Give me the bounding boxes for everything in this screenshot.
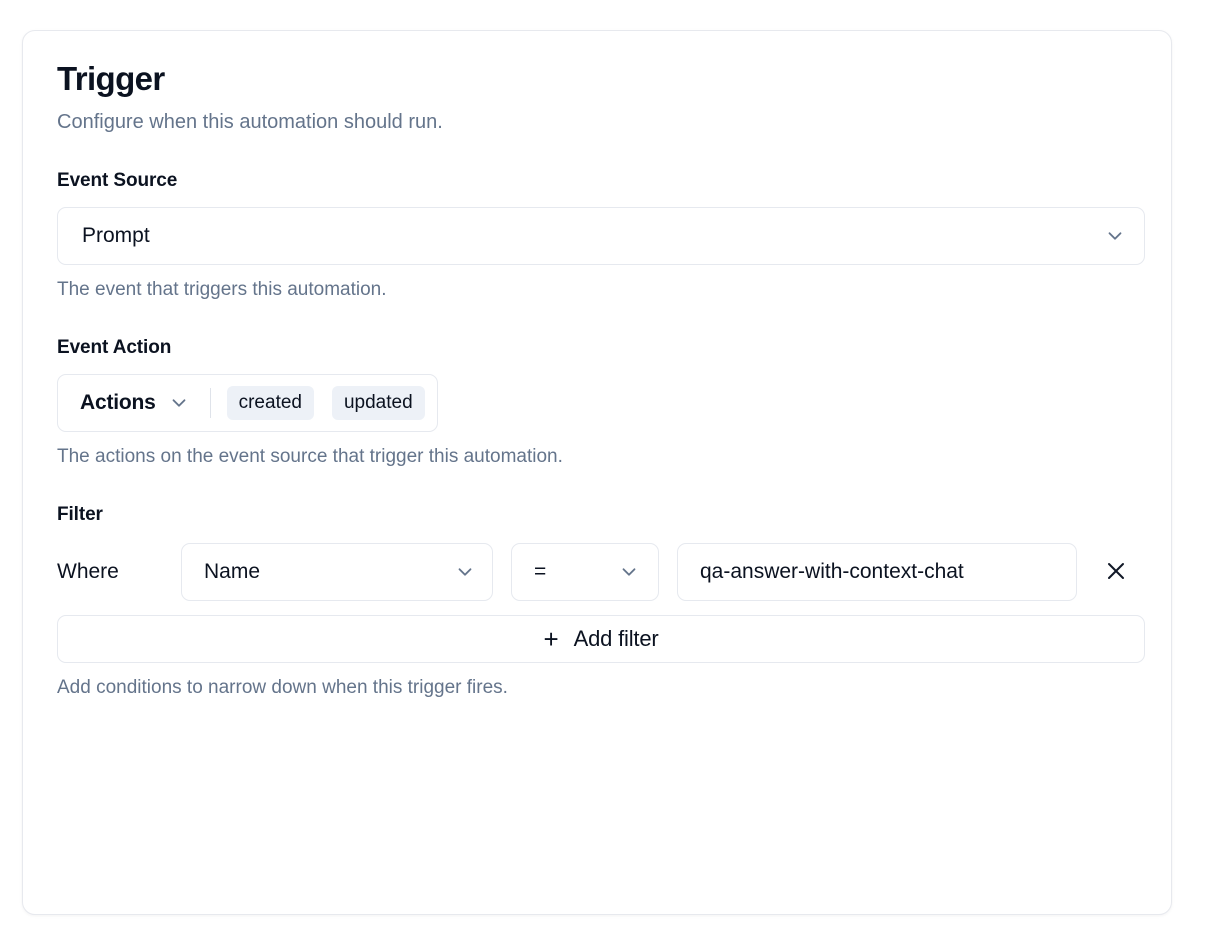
- trigger-card: Trigger Configure when this automation s…: [22, 30, 1172, 915]
- filter-where-label: Where: [57, 560, 119, 583]
- filter-field: Filter Where Name = qa-answer-with-c: [57, 503, 1145, 700]
- filter-operator-select[interactable]: =: [511, 543, 659, 601]
- filter-row: Where Name = qa-answer-with-context-chat: [57, 543, 1137, 601]
- plus-icon: +: [543, 624, 559, 654]
- page-title: Trigger: [57, 60, 165, 97]
- event-source-selected-value: Prompt: [82, 224, 150, 247]
- event-action-help-text: The actions on the event source that tri…: [57, 446, 563, 467]
- event-action-pill-created[interactable]: created: [226, 386, 314, 420]
- page-subtitle: Configure when this automation should ru…: [57, 111, 443, 133]
- event-action-combo[interactable]: Actions created updated: [57, 374, 438, 432]
- event-action-pill-updated[interactable]: updated: [331, 386, 425, 420]
- filter-value-input[interactable]: qa-answer-with-context-chat: [677, 543, 1077, 601]
- event-source-help-text: The event that triggers this automation.: [57, 279, 387, 300]
- chevron-down-icon: [454, 561, 476, 583]
- event-action-selected-value: Actions: [80, 391, 156, 414]
- event-source-field: Event Source Prompt The event that trigg…: [57, 169, 1145, 302]
- filter-operator-value: =: [534, 560, 547, 583]
- close-icon: [1104, 559, 1128, 586]
- divider: [209, 388, 211, 418]
- filter-field-value: Name: [204, 560, 261, 583]
- remove-filter-button[interactable]: [1099, 555, 1133, 589]
- add-filter-label: Add filter: [573, 626, 659, 651]
- event-action-label: Event Action: [57, 337, 172, 358]
- filter-value-text: qa-answer-with-context-chat: [700, 560, 964, 583]
- chevron-down-icon: [618, 561, 640, 583]
- filter-field-select[interactable]: Name: [181, 543, 493, 601]
- filter-help-text: Add conditions to narrow down when this …: [57, 677, 508, 698]
- chevron-down-icon[interactable]: [168, 392, 190, 414]
- event-action-field: Event Action Actions created updated The…: [57, 336, 1137, 469]
- chevron-down-icon: [1104, 225, 1126, 247]
- filter-label: Filter: [57, 504, 103, 525]
- event-source-select[interactable]: Prompt: [57, 207, 1145, 265]
- event-source-label: Event Source: [57, 170, 178, 191]
- add-filter-button[interactable]: + Add filter: [57, 615, 1145, 663]
